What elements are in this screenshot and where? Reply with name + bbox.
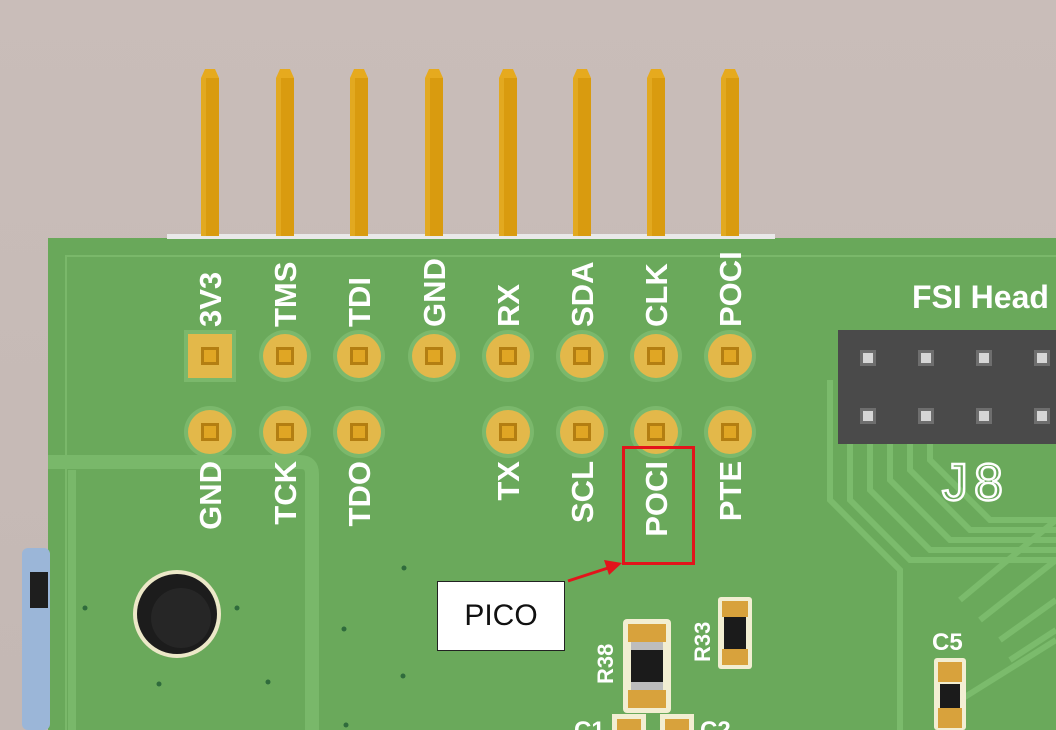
- fsi-pin: [918, 350, 934, 366]
- fsi-pin: [1034, 408, 1050, 424]
- resistor-r38: [623, 619, 671, 713]
- pico-callout: PICO: [437, 581, 565, 651]
- copper-traces: [48, 455, 319, 730]
- r33-label: R33: [690, 622, 715, 662]
- round-pad: [556, 330, 608, 382]
- round-pad: [630, 330, 682, 382]
- c2-label: C2: [700, 717, 731, 730]
- c1-label: C1: [574, 717, 605, 730]
- round-pad: [482, 406, 534, 458]
- fsi-pin: [976, 408, 992, 424]
- pin-label-bottom: SCL: [565, 461, 600, 523]
- round-pad: [333, 406, 385, 458]
- fsi-pin: [976, 350, 992, 366]
- pin-label-top: 3V3: [193, 272, 228, 327]
- fsi-pin: [860, 408, 876, 424]
- mounting-hole-shade: [151, 588, 211, 648]
- fsi-header-pins: [860, 350, 1050, 424]
- fsi-traces: [827, 380, 1056, 730]
- fsi-pin: [918, 408, 934, 424]
- round-pad: [259, 406, 311, 458]
- pin-label-top: POCI: [713, 251, 748, 327]
- round-pad: [408, 330, 460, 382]
- pico-callout-text: PICO: [464, 599, 538, 632]
- header-pins: [201, 69, 739, 236]
- pin-label-top: RX: [491, 284, 526, 327]
- square-pad: [184, 330, 236, 382]
- fsi-header-body: [838, 330, 1056, 444]
- round-pad: [630, 406, 682, 458]
- header-pads: [184, 330, 756, 458]
- c5-label: C5: [932, 629, 963, 656]
- top-row-labels: 3V3 TMS TDI GND RX SDA CLK POCI: [193, 251, 748, 327]
- r38-label: R38: [593, 644, 618, 684]
- header-pin: [201, 69, 219, 236]
- fsi-header-title: FSI Head: [912, 279, 1049, 315]
- vias: [82, 565, 407, 728]
- pin-label-top: GND: [417, 258, 452, 327]
- fsi-designator: J8: [942, 454, 1009, 512]
- round-pad: [259, 330, 311, 382]
- header-pin: [573, 69, 591, 236]
- callout-arrow: [567, 560, 622, 583]
- bottom-row-labels: GND TCK TDO TX SCL POCI PTE: [193, 460, 748, 536]
- poci-highlight-box: [622, 446, 695, 565]
- round-pad: [482, 330, 534, 382]
- header-pin: [350, 69, 368, 236]
- capacitor-c5: [934, 658, 966, 730]
- side-connector-dark: [30, 572, 48, 608]
- header-pin: [425, 69, 443, 236]
- pin-label-bottom: TDO: [342, 461, 377, 526]
- fsi-pin: [1034, 350, 1050, 366]
- round-pad: [184, 406, 236, 458]
- pin-label-bottom: PTE: [713, 461, 748, 521]
- pin-label-top: TMS: [268, 262, 303, 327]
- round-pad: [333, 330, 385, 382]
- fsi-pin: [860, 350, 876, 366]
- header-pin: [721, 69, 739, 236]
- pin-label-bottom: GND: [193, 461, 228, 530]
- pin-label-top: CLK: [639, 263, 674, 327]
- pin-label-bottom: TX: [491, 461, 526, 501]
- round-pad: [556, 406, 608, 458]
- capacitor-c2-pad: [665, 719, 689, 730]
- round-pad: [704, 330, 756, 382]
- capacitor-c1-pad: [617, 719, 641, 730]
- pin-label-top: TDI: [342, 277, 377, 327]
- pin-label-bottom: TCK: [268, 460, 303, 524]
- pin-label-bottom: POCI: [639, 461, 674, 537]
- header-pin: [276, 69, 294, 236]
- header-pin: [647, 69, 665, 236]
- header-base-strip: [167, 234, 775, 239]
- pin-label-top: SDA: [565, 262, 600, 327]
- round-pad: [704, 406, 756, 458]
- resistor-r33: [718, 597, 752, 669]
- header-pin: [499, 69, 517, 236]
